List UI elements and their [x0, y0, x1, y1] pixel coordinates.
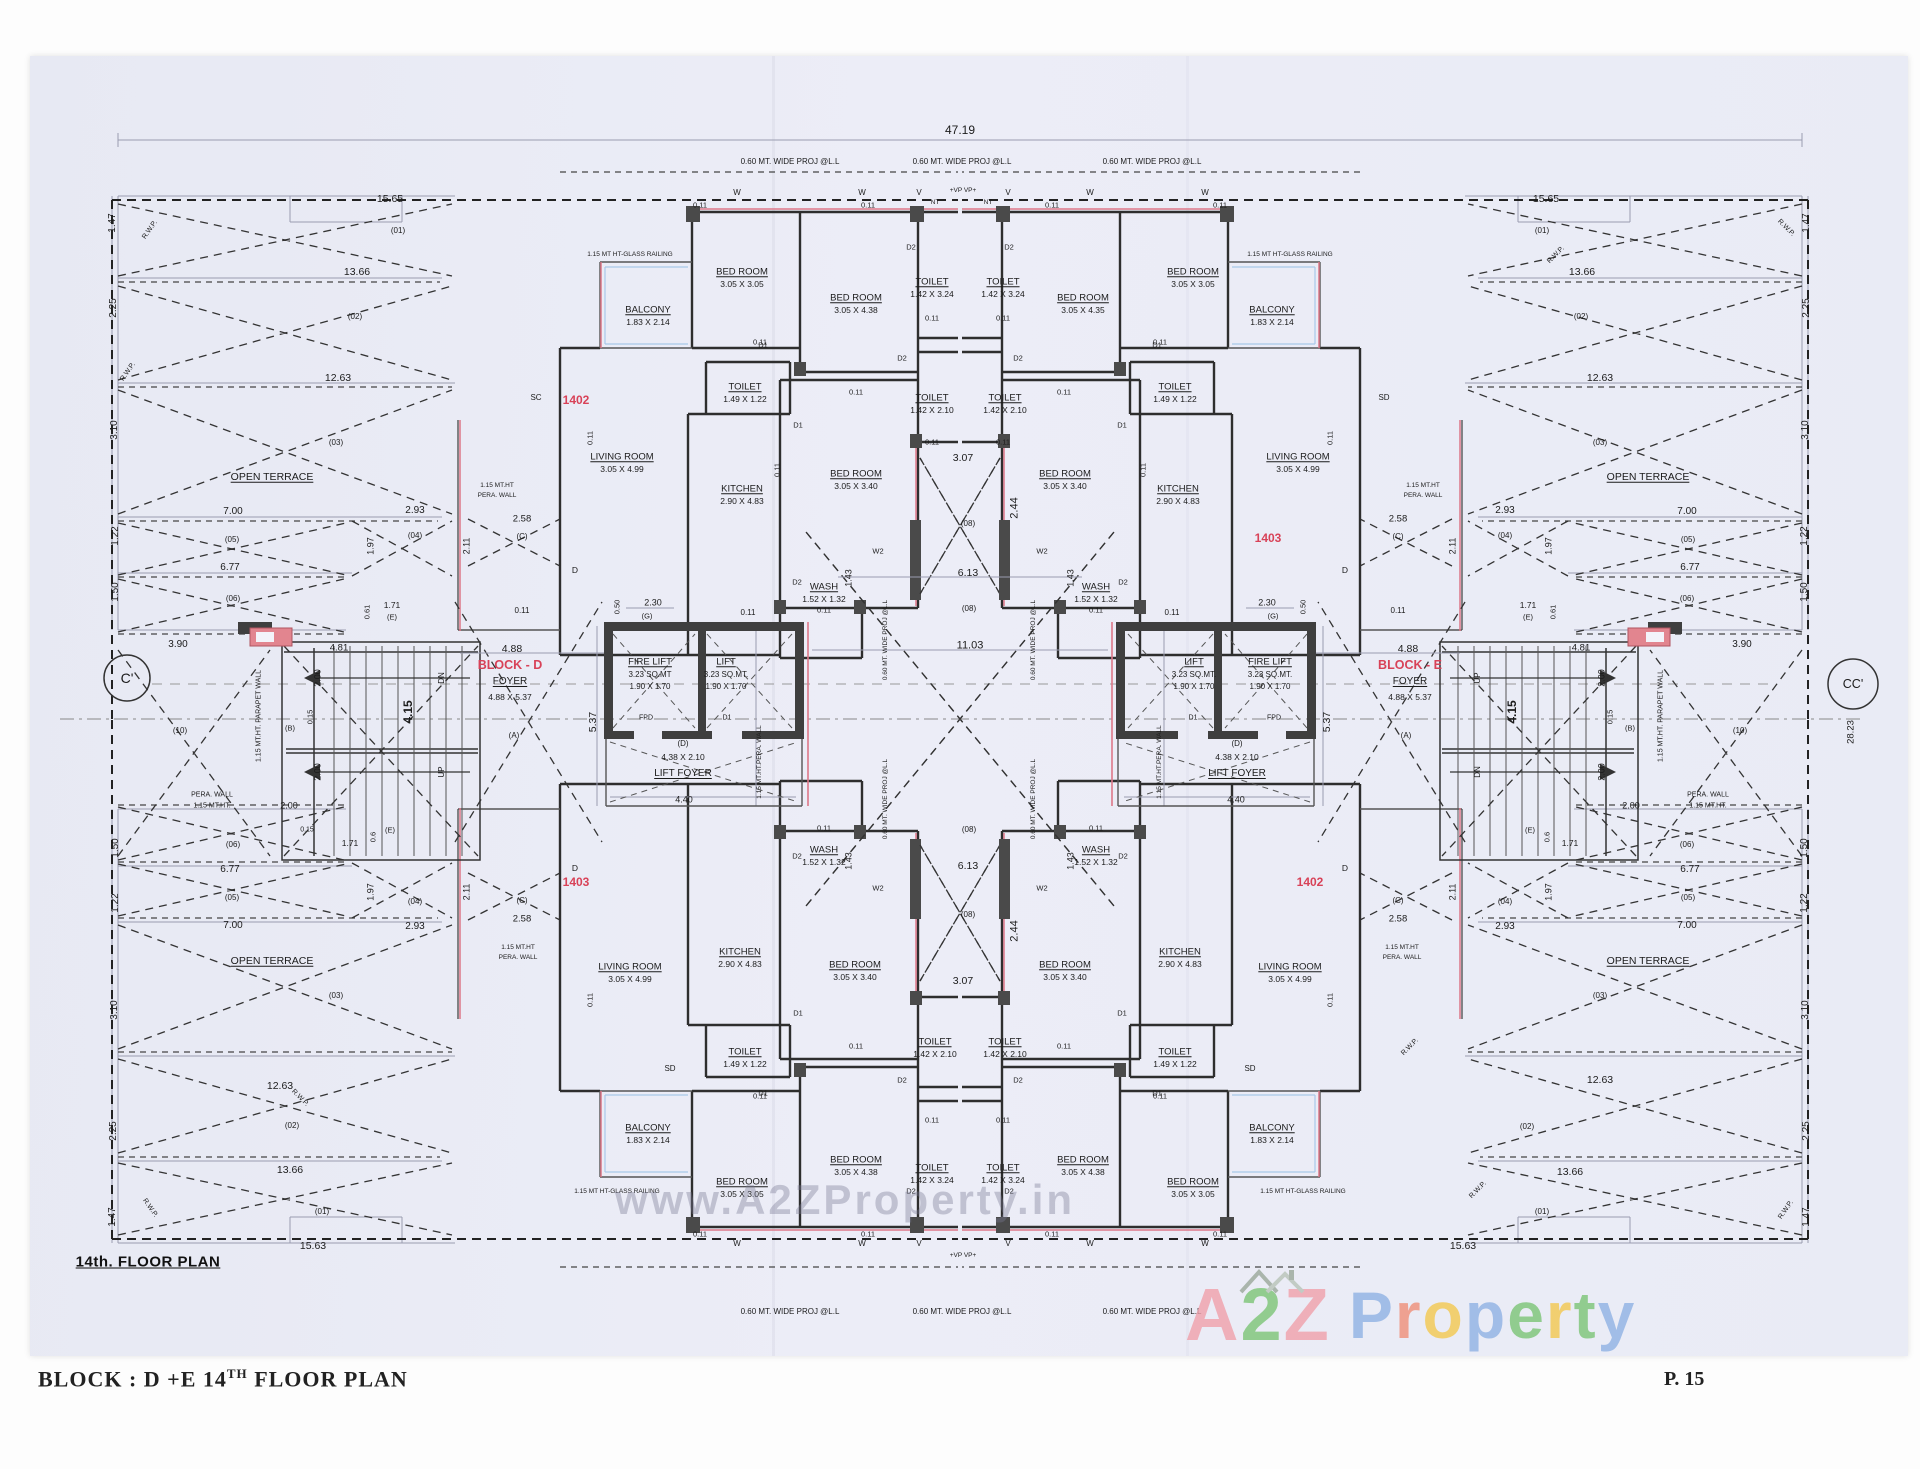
- logo-letter: p: [1464, 1278, 1508, 1352]
- logo-house-icon: [1239, 1269, 1305, 1294]
- logo-property-text: Property: [1349, 1282, 1636, 1348]
- paper-sheet: [30, 56, 1908, 1356]
- logo-letter: r: [1394, 1278, 1423, 1352]
- sheet-title-prefix: BLOCK : D +E 14: [38, 1366, 227, 1392]
- logo-letter: o: [1422, 1278, 1465, 1352]
- grid-circle-c: [103, 654, 151, 702]
- logo-letter: A: [1185, 1273, 1241, 1356]
- grid-circle-cc: [1827, 658, 1879, 710]
- plan-core-and-stairs: [59, 531, 1861, 907]
- plan-caption: 14th. FLOOR PLAN: [75, 1253, 221, 1271]
- logo-a2z-text: A2Z: [1185, 1269, 1331, 1352]
- logo-letter: r: [1545, 1278, 1574, 1352]
- logo-letter: y: [1597, 1278, 1637, 1352]
- paper-fold-line: [772, 56, 775, 1356]
- logo-letter: e: [1507, 1278, 1546, 1352]
- page-number: P. 15: [1664, 1368, 1705, 1390]
- watermark-text: www.A2ZProperty.in: [614, 1176, 1076, 1223]
- sheet-title: BLOCK : D +E 14TH FLOOR PLAN: [38, 1366, 408, 1392]
- logo-letter: Z: [1283, 1273, 1331, 1356]
- overall-dimension-line: [117, 133, 1803, 147]
- logo-letter: P: [1348, 1278, 1395, 1352]
- sheet-title-suffix: FLOOR PLAN: [247, 1366, 408, 1392]
- sheet-title-sup: TH: [226, 1366, 248, 1381]
- a2z-property-logo: A2Z Property: [1185, 1269, 1636, 1352]
- logo-letter: t: [1573, 1278, 1598, 1352]
